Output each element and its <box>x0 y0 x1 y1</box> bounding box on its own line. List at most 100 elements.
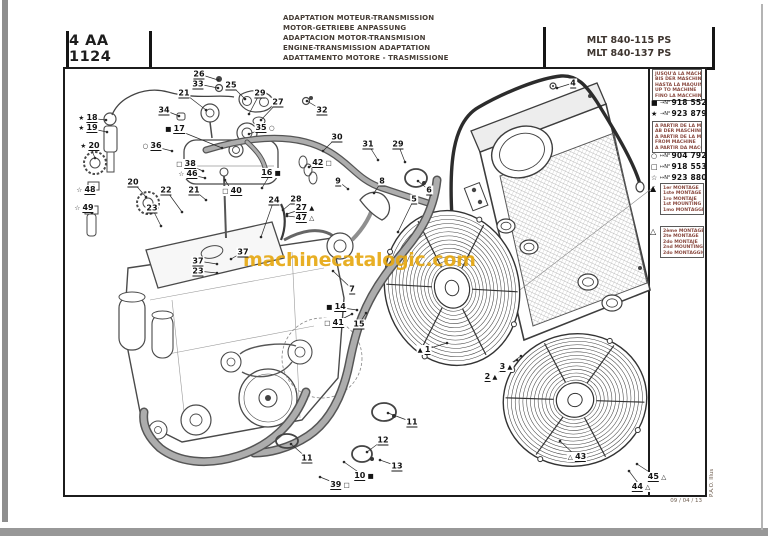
callout-42: 42 □ <box>311 158 333 168</box>
callout-number: 24 <box>268 195 280 206</box>
callout-symbol: ○ <box>266 124 275 132</box>
callout-13: 13 <box>390 461 404 472</box>
callout-18: ★ 18 <box>77 113 99 123</box>
serial-number: 923 880 <box>671 173 707 182</box>
callout-23: 23 <box>145 203 159 214</box>
callout-symbol: △ <box>306 214 315 222</box>
callout-23: 23 <box>191 266 205 277</box>
callout-number: 1 <box>424 345 431 355</box>
callout-symbol: ▲ <box>306 204 315 212</box>
callout-symbol: ☆ <box>74 204 83 212</box>
lang-line: ADATTAMENTO MOTORE - TRASMISSIONE <box>283 54 449 62</box>
serial-arrow-icon: ↦N° <box>660 163 671 170</box>
lang-line: 2ème MONTAGE <box>663 229 704 234</box>
callout-19: ★ 19 <box>77 123 99 133</box>
callout-48: ☆ 48 <box>75 185 97 195</box>
lang-line: MOTOR-GETRIEBE ANPASSUNG <box>283 24 407 32</box>
lang-line: FROM MACHINE <box>655 140 696 146</box>
callout-46: ☆ 46 <box>177 169 199 179</box>
lang-line: 1ste MONTAGE <box>663 191 702 197</box>
mounting2-symbol: △ <box>650 227 657 236</box>
serial-entry: ★→N°923 879 <box>651 108 707 119</box>
callout-number: 46 <box>186 169 198 179</box>
serial-arrow-icon: →N° <box>660 110 671 117</box>
callout-number: 10 <box>354 471 366 481</box>
callout-43: △ 43 <box>566 452 588 462</box>
callout-number: 23 <box>146 203 158 214</box>
serial-entry: ○↦N°904 792 <box>651 150 707 161</box>
callout-number: 5 <box>411 194 417 205</box>
callout-number: 6 <box>426 185 432 196</box>
callout-symbol: ■ <box>165 125 174 133</box>
callout-number: 27 <box>272 97 284 108</box>
watermark: machinecatalogic.com <box>243 249 476 271</box>
lang-line: 1mo MONTAGGIO <box>663 207 704 213</box>
lang-line: 1er MONTAGE <box>663 186 699 191</box>
callout-17: ■ 17 <box>164 124 186 134</box>
callout-7: 7 <box>348 284 356 295</box>
callout-38: □ 38 <box>175 159 197 169</box>
lang-line: ENGINE-TRANSMISSION ADAPTATION <box>283 44 431 52</box>
lang-line: 2do MONTAGGIO <box>663 250 704 256</box>
callout-number: 9 <box>335 176 341 187</box>
callout-39: 39 □ <box>329 480 351 490</box>
callout-5: 5 <box>410 194 418 205</box>
model-name: MLT 840-115 PS <box>586 35 672 46</box>
callout-21: 21 <box>187 185 201 196</box>
title-lines: ADAPTATION MOTEUR-TRANSMISSION MOTOR-GETR… <box>283 13 449 63</box>
callout-number: 20 <box>88 141 100 151</box>
callout-number: 41 <box>332 318 344 328</box>
serial-entry: ☆↦N°923 880 <box>651 172 707 183</box>
callout-6: 6 <box>425 185 433 196</box>
callout-25: 25 <box>224 80 238 91</box>
callout-number: 12 <box>377 435 389 446</box>
callout-27: 27 ▲ <box>294 203 316 213</box>
callout-35: 35 ○ <box>254 123 276 133</box>
callout-10: 10 ■ <box>353 471 375 481</box>
lang-line: 2nd MOUNTING <box>663 245 703 251</box>
callout-number: 27 <box>295 203 307 213</box>
callout-36: ○ 36 <box>141 141 163 151</box>
callout-number: 33 <box>192 79 204 90</box>
callout-symbol: □ <box>341 481 350 489</box>
callout-number: 40 <box>230 186 242 196</box>
serial-arrow-icon: ↦N° <box>660 174 671 181</box>
lang-line: ADAPTATION MOTEUR-TRANSMISSION <box>283 14 435 22</box>
callout-symbol: ★ <box>80 142 89 150</box>
callout-number: 47 <box>295 213 307 223</box>
callout-symbol: ☆ <box>76 186 85 194</box>
callout-symbol: □ <box>222 187 231 195</box>
callout-symbol: ★ <box>78 124 87 132</box>
callout-41: □ 41 <box>323 318 345 328</box>
lang-line: UP TO MACHINE <box>655 88 697 94</box>
callout-number: 11 <box>301 453 313 464</box>
callout-number: 29 <box>254 88 266 99</box>
callout-4: 4 <box>569 78 577 89</box>
serial-arrow-icon: →N° <box>660 99 671 106</box>
illustrator-credit: P.A.O. Illus <box>709 468 715 497</box>
callout-1: ▲ 1 <box>416 345 432 355</box>
lang-line: AB DER MASCHINE <box>655 129 702 135</box>
lang-line: JUSQU'A LA MACHINE <box>655 72 702 77</box>
callout-number: 20 <box>127 177 139 188</box>
callout-number: 18 <box>86 113 98 123</box>
callout-number: 19 <box>86 123 98 133</box>
callout-15: 15 <box>352 319 366 330</box>
callout-symbol: ▲ <box>417 346 425 354</box>
callout-16: 16 ■ <box>260 168 282 178</box>
callout-number: 4 <box>570 78 576 89</box>
callout-number: 21 <box>188 185 200 196</box>
callout-number: 29 <box>392 139 404 150</box>
callout-symbol: ☆ <box>178 170 187 178</box>
serial-number: 923 879 <box>671 109 707 118</box>
callout-symbol: ○ <box>142 142 151 150</box>
callout-21: 21 <box>177 88 191 99</box>
callout-14: ■ 14 <box>325 302 347 312</box>
callout-number: 13 <box>391 461 403 472</box>
serial-symbol: ☆ <box>651 173 658 182</box>
callout-number: 31 <box>362 139 374 150</box>
